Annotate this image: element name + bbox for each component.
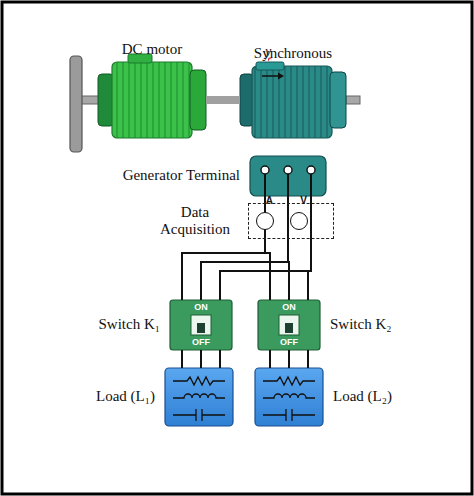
flywheel (70, 56, 82, 152)
synchronous-generator (240, 62, 346, 138)
load-label: Load (L₁) (96, 388, 155, 405)
meter-letter: V (300, 196, 307, 206)
terminal-node: Generator Terminal (250, 156, 326, 196)
meter-letter: A (266, 196, 273, 206)
load-body (165, 368, 323, 426)
terminal-box (250, 156, 326, 196)
switch-body (170, 300, 320, 350)
switch-label: Switch K₂ (330, 316, 391, 333)
dc-motor (98, 54, 206, 138)
daq-label: Data Acquisition (149, 204, 241, 239)
daq-box: Data AcquisitionAV (248, 203, 334, 239)
load-box: Load (L₁) (165, 368, 233, 426)
load-label: Load (L₂) (333, 388, 392, 405)
shaft-coupling (206, 96, 240, 104)
switch-state: ON (258, 303, 320, 312)
inductor-symbol (173, 394, 315, 398)
capacitor-symbol (173, 409, 315, 421)
voltmeter-circle: V (290, 212, 308, 230)
motor-label: DC motor (122, 41, 182, 58)
variable-label: y (265, 44, 271, 59)
switch-box: Switch K₂ONOFF (258, 300, 320, 350)
wire-bundle (182, 239, 311, 300)
terminal-label: Generator Terminal (123, 167, 240, 184)
ammeter-circle: A (256, 212, 274, 230)
wire-bundle (265, 239, 311, 300)
switch-state: ON (170, 303, 232, 312)
load-box: Load (L₂) (255, 368, 323, 426)
switch-state: OFF (258, 338, 320, 347)
generator-node: Synchronous (240, 66, 346, 138)
wire-bundle (270, 350, 308, 368)
switch-label: Switch K₁ (99, 316, 160, 333)
wire-bundle (182, 350, 220, 368)
switch-box: Switch K₁ONOFF (170, 300, 232, 350)
dc-motor-node: DC motor (98, 62, 206, 138)
resistor-symbol (173, 377, 315, 385)
switch-state: OFF (170, 338, 232, 347)
